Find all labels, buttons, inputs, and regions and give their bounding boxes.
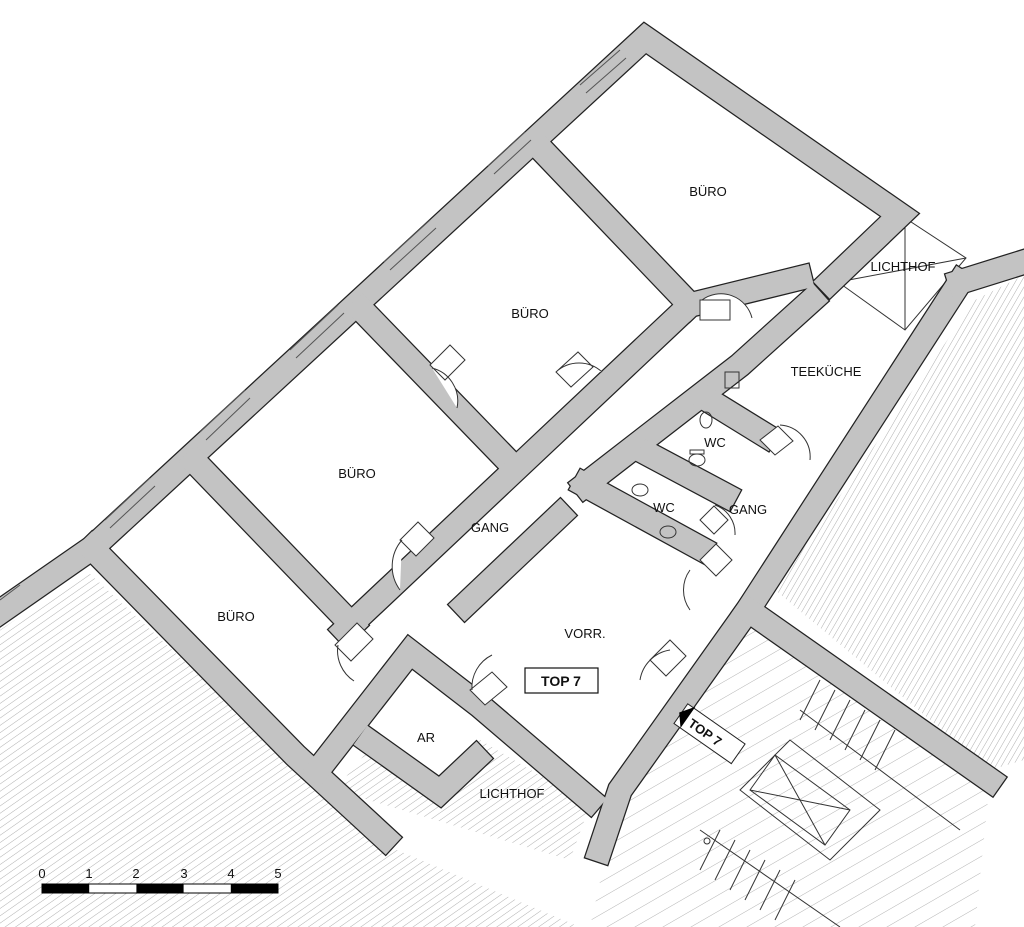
door bbox=[391, 521, 435, 591]
door bbox=[759, 424, 811, 461]
neighbour-area-right bbox=[775, 275, 1024, 770]
room-label-gang-2: GANG bbox=[729, 502, 767, 517]
windows bbox=[0, 49, 627, 601]
doors bbox=[334, 293, 811, 706]
scale-tick: 4 bbox=[227, 866, 234, 881]
scale-tick: 5 bbox=[274, 866, 281, 881]
door bbox=[683, 543, 733, 611]
scale-bar: 0 1 2 3 4 5 bbox=[38, 866, 282, 894]
staircase bbox=[699, 679, 961, 927]
neighbour-area-left bbox=[0, 572, 580, 927]
door bbox=[555, 351, 603, 388]
room-label-buero-3: BÜRO bbox=[511, 306, 549, 321]
room-label-lichthof-top: LICHTHOF bbox=[871, 259, 936, 274]
door bbox=[429, 344, 466, 409]
room-label-buero-2: BÜRO bbox=[338, 466, 376, 481]
scale-tick: 3 bbox=[180, 866, 187, 881]
room-label-ar: AR bbox=[417, 730, 435, 745]
room-label-buero-1: BÜRO bbox=[217, 609, 255, 624]
staircase-area bbox=[590, 615, 990, 927]
scale-tick: 0 bbox=[38, 866, 45, 881]
door bbox=[469, 654, 508, 706]
room-label-wc-1: WC bbox=[704, 435, 726, 450]
svg-text:TOP 7: TOP 7 bbox=[541, 673, 581, 689]
scale-tick: 2 bbox=[132, 866, 139, 881]
entrance-marker: TOP 7 bbox=[673, 703, 746, 765]
entrance-arrow-icon bbox=[679, 706, 696, 729]
room-label-teekueche: TEEKÜCHE bbox=[791, 364, 862, 379]
wc-fixtures bbox=[631, 371, 740, 539]
room-label-lichthof-bottom: LICHTHOF bbox=[480, 786, 545, 801]
door bbox=[639, 639, 687, 681]
scale-tick: 1 bbox=[85, 866, 92, 881]
door bbox=[699, 293, 753, 321]
room-label-vorr: VORR. bbox=[564, 626, 605, 641]
door bbox=[699, 504, 736, 536]
door bbox=[334, 622, 374, 682]
room-label-buero-4: BÜRO bbox=[689, 184, 727, 199]
room-labels: BÜRO BÜRO BÜRO BÜRO GANG GANG VORR. WC W… bbox=[217, 184, 935, 801]
room-label-wc-2: WC bbox=[653, 500, 675, 515]
unit-label: TOP 7 bbox=[524, 667, 599, 694]
walls bbox=[0, 21, 1024, 867]
room-label-gang: GANG bbox=[471, 520, 509, 535]
